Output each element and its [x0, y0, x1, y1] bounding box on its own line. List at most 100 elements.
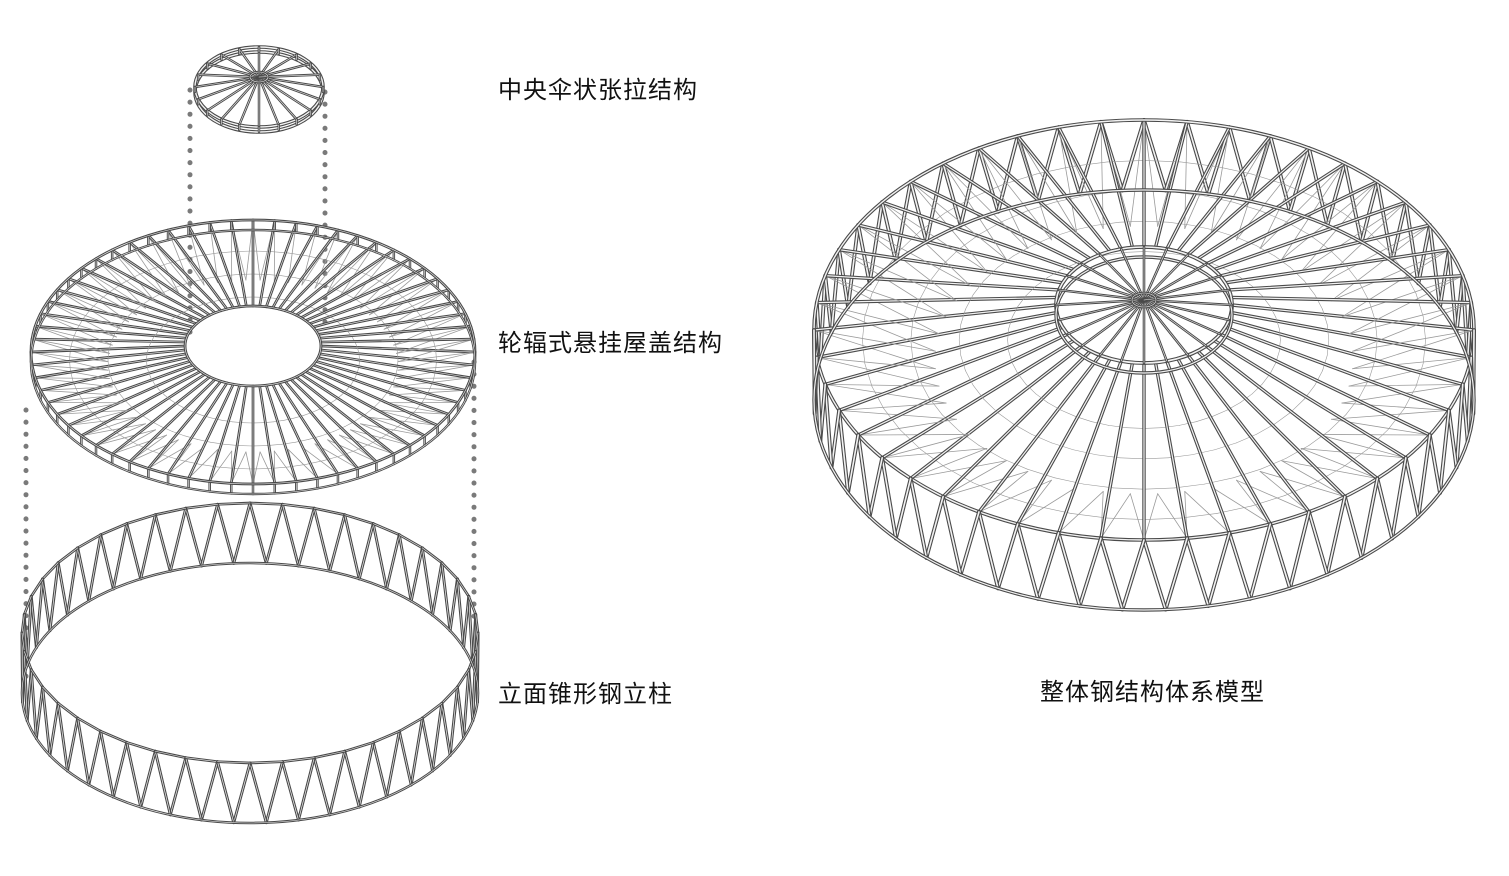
roof-purlin	[305, 255, 324, 260]
roof-web	[111, 434, 168, 455]
tapered-column-leg-core	[441, 702, 451, 756]
roof-purlin	[154, 330, 160, 337]
overall-tapered-column-core	[1143, 119, 1167, 192]
overall-roof-spoke-core	[816, 296, 1058, 304]
overall-roof-spoke-core	[1017, 357, 1111, 525]
tapered-column-leg-core	[113, 742, 128, 798]
roof-purlin	[150, 335, 155, 343]
roof-spoke-rib-core	[129, 378, 216, 463]
overall-roof-web	[838, 249, 957, 302]
overall-tapered-column-core	[1428, 224, 1441, 308]
tapered-column-leg-core	[36, 578, 43, 648]
overall-roof-purlin	[1422, 316, 1426, 341]
umbrella-hub-core	[249, 71, 269, 83]
overall-roof-purlin	[1328, 248, 1347, 266]
label-tapered-columns: 立面锥形钢立柱	[498, 680, 673, 708]
tapered-column-leg-core	[77, 717, 90, 786]
overall-roof-purlin	[912, 359, 920, 379]
overall-roof-purlin	[1027, 201, 1056, 212]
overall-roof-web	[1259, 147, 1310, 249]
column-top-chord-core	[100, 523, 128, 536]
tapered-column-leg-core	[140, 514, 156, 580]
overall-umbrella-spoke-core	[1143, 299, 1207, 347]
column-top-chord-core	[475, 632, 479, 652]
column-top-chord-core	[282, 757, 315, 762]
overall-tapered-column-core	[1143, 539, 1167, 611]
roof-spoke-rib-core	[30, 345, 186, 353]
overall-roof-web	[910, 447, 988, 479]
overall-roof-purlin	[920, 212, 946, 231]
tapered-column-leg-core	[67, 547, 79, 616]
umbrella-spoke-core	[194, 76, 260, 88]
roof-purlin	[202, 301, 213, 305]
roof-purlin	[294, 439, 309, 443]
overall-roof-purlin	[1125, 427, 1145, 429]
roof-spoke-rib-core	[129, 241, 216, 314]
overall-roof-spoke-core	[1228, 275, 1464, 291]
label-umbrella-structure: 中央伞状张拉结构	[498, 76, 698, 104]
overall-roof-spoke-core	[910, 345, 1083, 480]
overall-roof-purlin	[920, 449, 946, 468]
tapered-column-leg-core	[358, 523, 374, 580]
column-top-chord-core	[441, 562, 458, 580]
overall-roof-purlin	[944, 466, 973, 483]
overall-tapered-column-core	[1164, 537, 1188, 611]
overall-roof-purlin	[1314, 294, 1323, 310]
overall-roof-purlin	[912, 301, 920, 321]
overall-roof-purlin	[1072, 449, 1097, 456]
tapered-column-leg-core	[386, 730, 400, 798]
roof-spoke-rib-core	[81, 371, 201, 437]
roof-spoke-rib-core	[319, 353, 472, 379]
tapered-column-leg-core	[42, 578, 51, 632]
overall-tapered-column-core	[1121, 119, 1145, 192]
roof-purlin	[182, 255, 201, 260]
overall-roof-spoke-core	[824, 275, 1060, 291]
overall-roof-purlin	[997, 412, 1014, 425]
roof-purlin	[150, 450, 167, 457]
roof-purlin	[170, 399, 178, 405]
column-base-ring-core	[21, 562, 479, 824]
roof-spoke-rib-core	[300, 258, 411, 319]
roof-spoke-rib-core	[312, 364, 450, 415]
roof-purlin	[110, 282, 124, 292]
overall-roof-spoke-core	[1219, 333, 1431, 436]
tapered-column-leg-core	[421, 717, 433, 772]
tapered-column-leg-core	[282, 503, 299, 567]
roof-web	[376, 409, 438, 426]
roof-spoke-rib-core	[278, 382, 339, 475]
overall-roof-purlin	[1051, 229, 1074, 238]
overall-roof-web	[813, 329, 936, 352]
overall-tapered-column-core	[1344, 495, 1363, 559]
tapered-column-leg-core	[463, 669, 470, 739]
overall-tapered-column-core	[1326, 162, 1346, 227]
overall-roof-purlin	[1274, 412, 1291, 425]
overall-tapered-column-core	[1121, 539, 1145, 611]
overall-roof-web	[1352, 357, 1472, 370]
roof-spoke-rib-core	[188, 225, 234, 309]
overall-roof-spoke-core	[1154, 121, 1188, 249]
overall-roof-web	[1281, 181, 1378, 260]
overall-roof-purlin	[1002, 173, 1037, 185]
overall-roof-purlin	[1303, 280, 1316, 295]
overall-tapered-column-core	[959, 511, 980, 576]
umbrella-spoke-core	[258, 76, 280, 126]
tapered-column-leg-core	[449, 578, 458, 632]
roof-purlin	[405, 411, 416, 421]
umbrella-spoke-core	[258, 76, 312, 111]
tapered-column-leg-core	[421, 547, 433, 616]
column-top-chord-core	[249, 761, 283, 764]
overall-roof-spoke-core	[1177, 357, 1271, 525]
overall-tapered-column-core	[847, 224, 860, 308]
column-top-chord-core	[313, 750, 346, 759]
roof-purlin	[146, 365, 149, 373]
umbrella-spoke-core	[197, 76, 260, 100]
overall-tapered-column-core	[1376, 180, 1393, 263]
overall-roof-web	[1352, 329, 1475, 370]
overall-roof-purlin	[1143, 427, 1163, 429]
roof-web	[389, 313, 466, 338]
overall-roof-purlin	[1143, 457, 1169, 460]
overall-roof-purlin	[1269, 305, 1277, 318]
umbrella-spoke-core	[206, 76, 260, 111]
overall-tapered-column-core	[1308, 511, 1329, 576]
